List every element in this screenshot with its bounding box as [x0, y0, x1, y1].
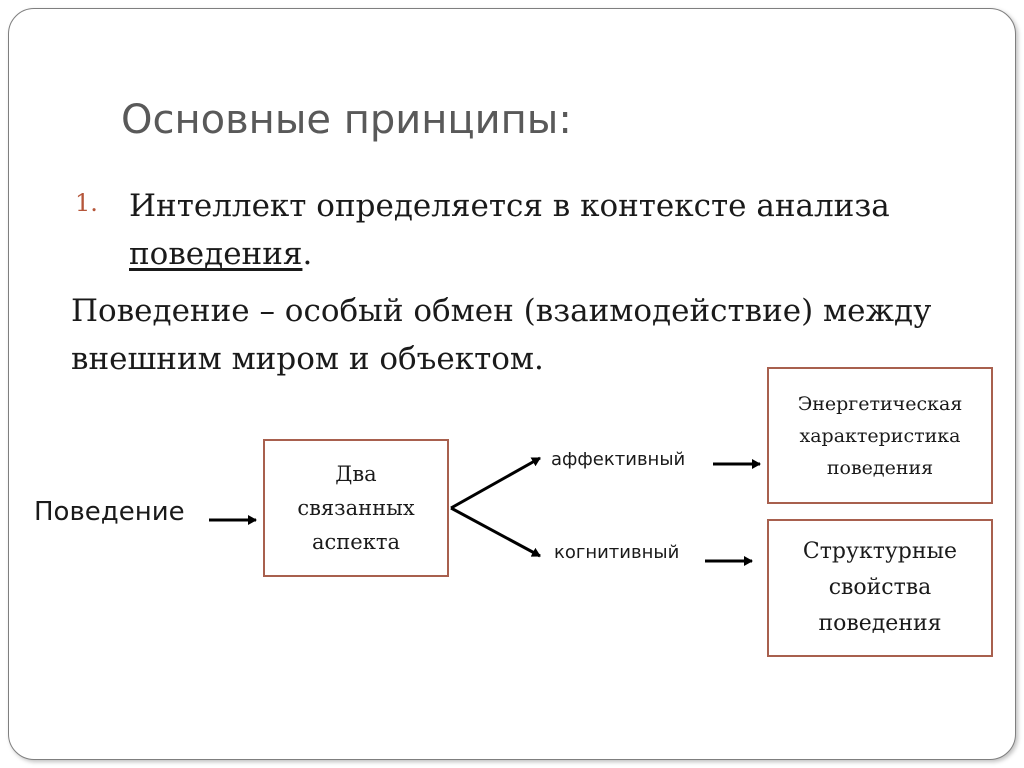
- list-item-period: .: [302, 236, 313, 272]
- underlined-term: поведения: [129, 236, 303, 272]
- behavior-label: Поведение: [34, 497, 185, 527]
- structural-properties-box: Структурные свойства поведения: [767, 519, 993, 657]
- slide-title: Основные принципы:: [121, 97, 572, 143]
- list-item-text: Интеллект определяется в контексте анали…: [129, 182, 1009, 278]
- energy-characteristic-box: Энергетическая характеристика поведения: [767, 367, 993, 504]
- affective-label: аффективный: [551, 449, 686, 470]
- cognitive-label: когнитивный: [554, 542, 680, 563]
- arrow-branch-affective: [450, 456, 541, 510]
- arrow-branch-cognitive: [450, 506, 541, 558]
- aspects-box: Два связанных аспекта: [263, 439, 449, 577]
- list-item-number: 1.: [75, 189, 98, 217]
- list-item-text-main: Интеллект определяется в контексте анали…: [129, 188, 890, 224]
- definition-paragraph: Поведение – особый обмен (взаимодействие…: [71, 293, 932, 377]
